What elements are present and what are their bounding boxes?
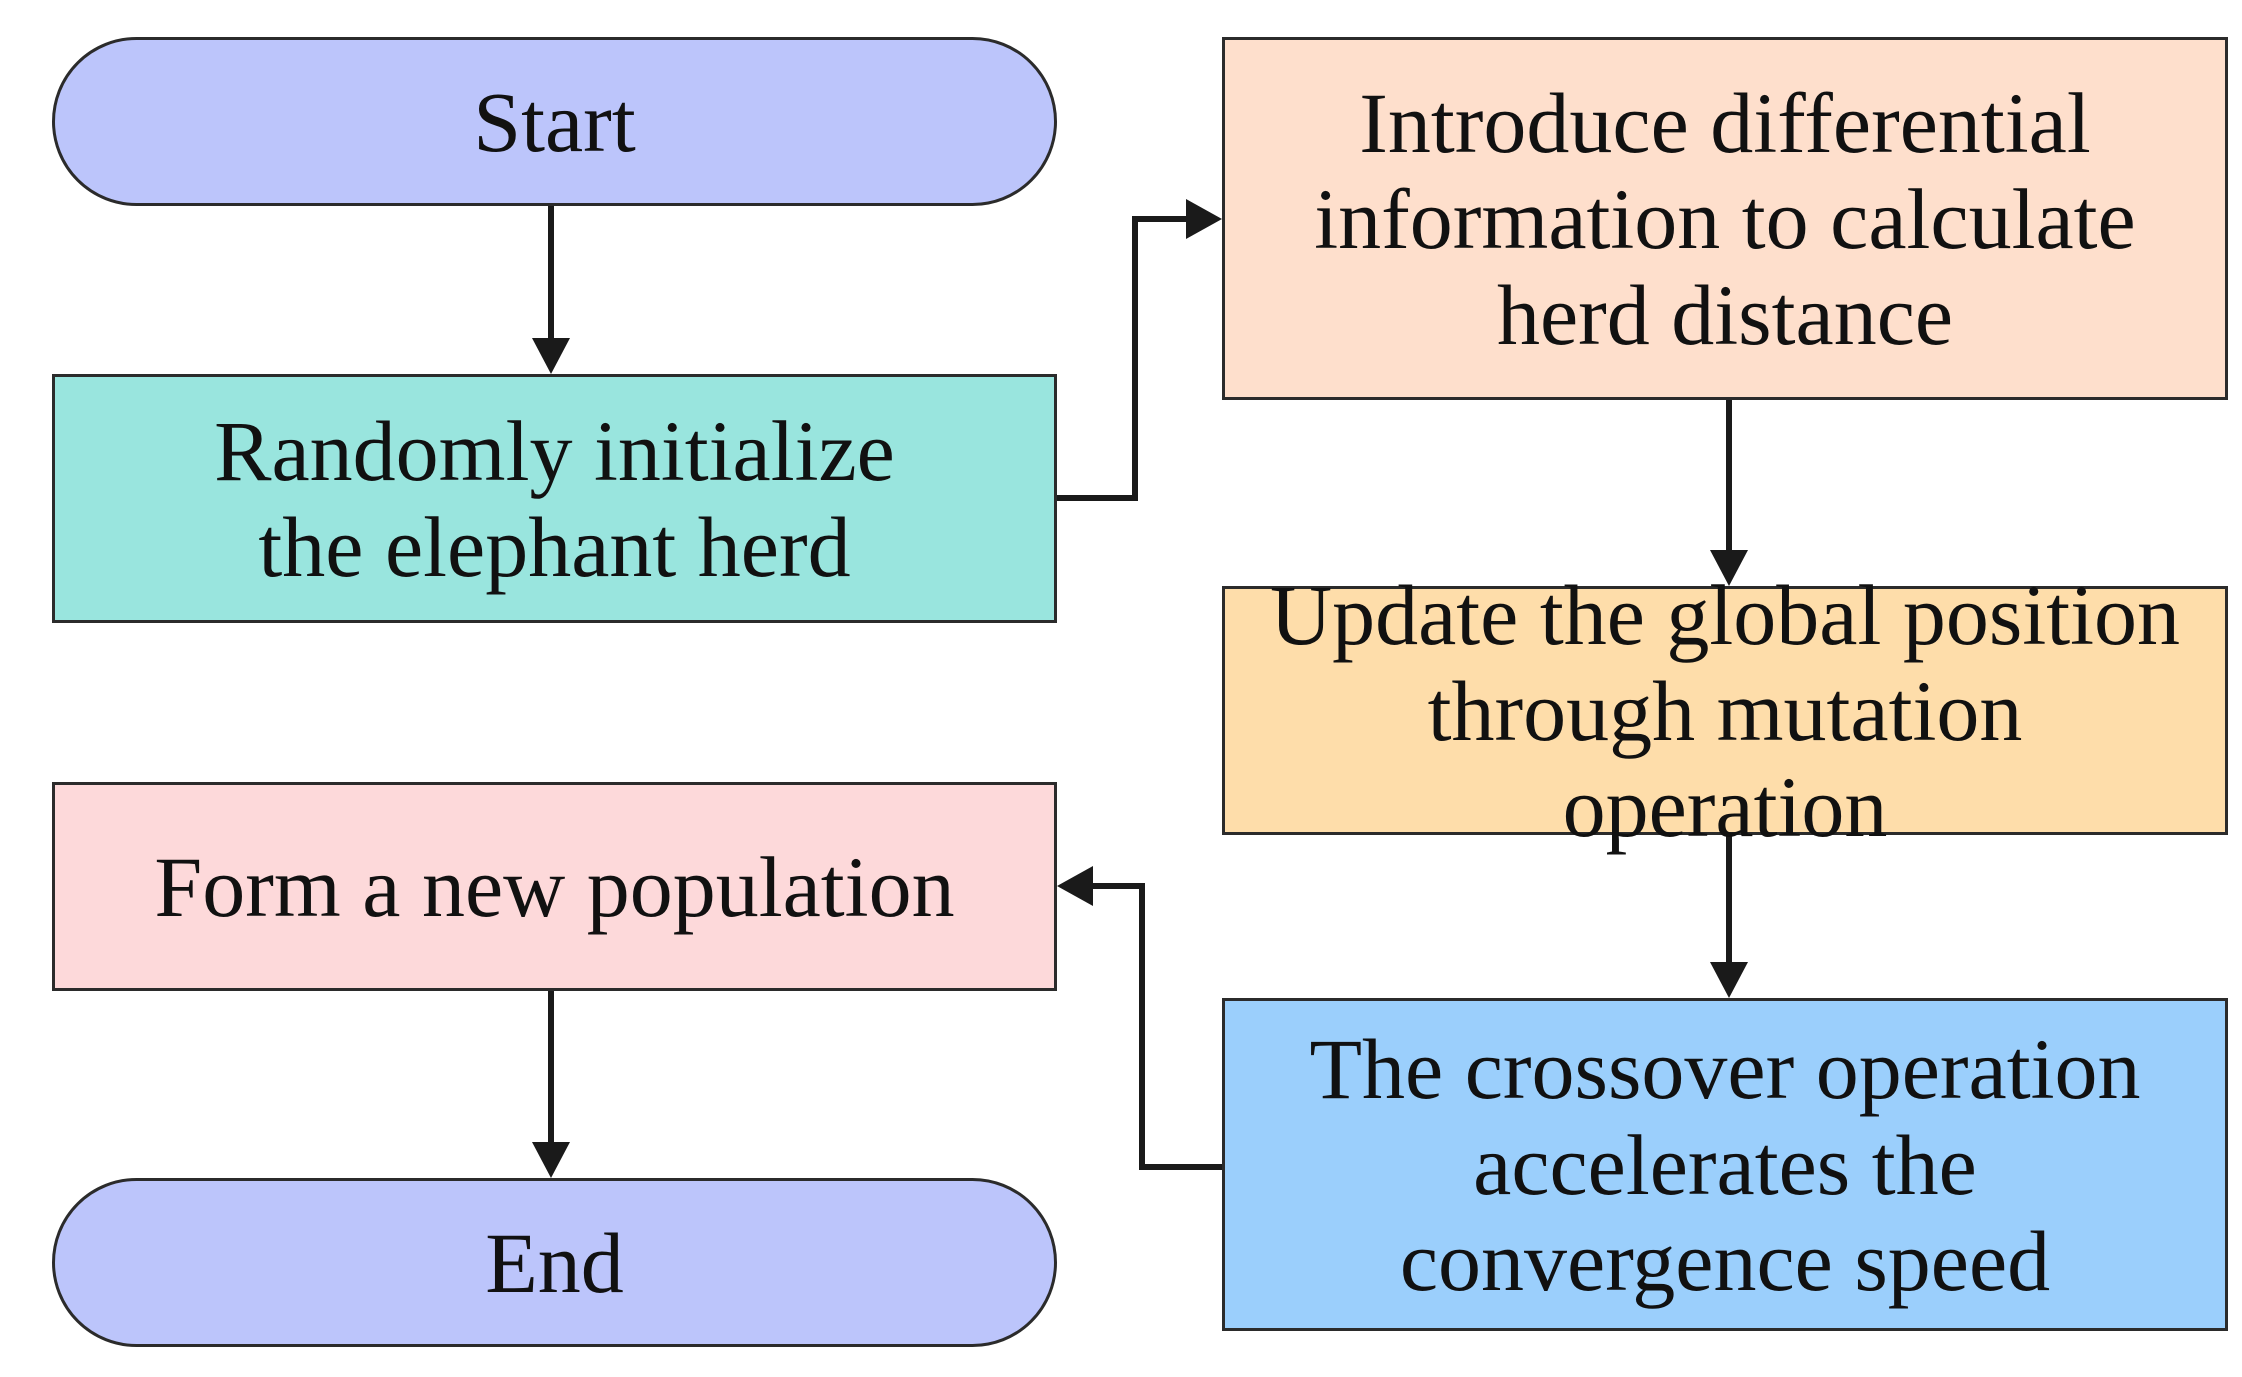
new-population-label: Form a new population [154,838,955,935]
end-label: End [485,1214,624,1311]
arrowhead-form-to-end [532,1142,570,1178]
arrowhead-diff-to-update [1710,550,1748,586]
arrowhead-start-to-init [532,338,570,374]
differential-distance-label: Introduce differential information to ca… [1314,74,2136,363]
arrowhead-update-to-cross [1710,962,1748,998]
arrow-cross-to-form [1087,883,1222,1170]
start-label: Start [473,73,636,170]
initialize-herd-step: Randomly initialize the elephant herd [52,374,1057,623]
arrowhead-cross-to-form [1057,866,1093,906]
arrow-init-to-diff [1057,216,1192,501]
differential-distance-step: Introduce differential information to ca… [1222,37,2228,400]
mutation-update-label: Update the global position through mutat… [1269,566,2180,855]
start-terminal: Start [52,37,1057,206]
arrowhead-init-to-diff [1186,199,1222,239]
new-population-step: Form a new population [52,782,1057,991]
crossover-step: The crossover operation accelerates the … [1222,998,2228,1331]
mutation-update-step: Update the global position through mutat… [1222,567,2228,855]
crossover-label: The crossover operation accelerates the … [1309,1020,2141,1309]
initialize-herd-label: Randomly initialize the elephant herd [214,402,895,595]
end-terminal: End [52,1178,1057,1347]
